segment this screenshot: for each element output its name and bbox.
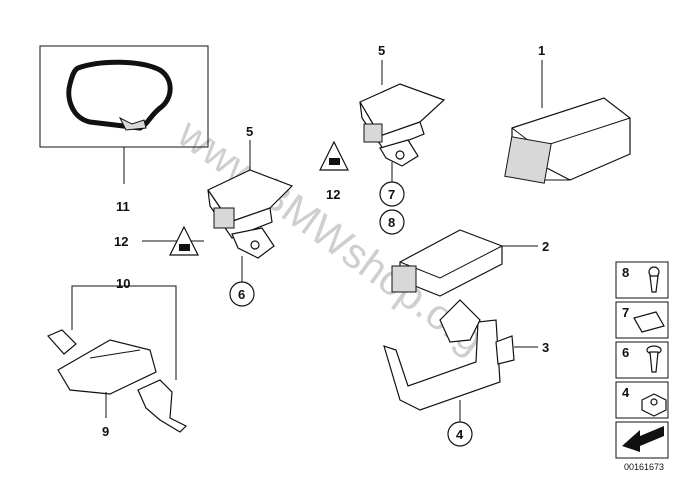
circle-4 [447, 421, 473, 447]
screw-icon [648, 266, 660, 293]
label-1: 1 [538, 43, 545, 58]
label-4: 4 [456, 427, 464, 442]
label-3: 3 [542, 340, 549, 355]
label-12-left: 12 [114, 234, 128, 249]
tpms-module-top [359, 83, 446, 167]
warning-triangle-icon [319, 140, 349, 171]
legend-6: 6 [622, 345, 629, 360]
circle-7 [379, 181, 405, 207]
label-12-top: 12 [326, 187, 340, 202]
warning-triangle-icon [169, 225, 199, 256]
legend-panel: 8 7 6 4 [615, 261, 669, 459]
legend-4: 4 [622, 385, 630, 400]
label-5-left: 5 [246, 124, 253, 139]
label-5-top: 5 [378, 43, 385, 58]
circle-8 [379, 209, 405, 235]
diagram-number: 00161673 [624, 462, 664, 472]
expanding-rivet-icon [646, 345, 662, 373]
clip-nut-icon [633, 311, 665, 333]
control-unit [504, 97, 631, 184]
arrow-icon [622, 426, 664, 452]
label-9: 9 [102, 424, 109, 439]
legend-8: 8 [622, 265, 629, 280]
legend-7: 7 [622, 305, 629, 320]
label-11: 11 [116, 199, 130, 214]
bracket [383, 299, 515, 411]
label-7: 7 [388, 187, 395, 202]
tpms-sensor-icon [46, 329, 188, 433]
tpms-module-left [207, 169, 294, 259]
label-8: 8 [388, 215, 395, 230]
label-2: 2 [542, 239, 549, 254]
circle-6 [229, 281, 255, 307]
label-6: 6 [238, 287, 245, 302]
hex-nut-icon [641, 393, 667, 417]
label-10: 10 [116, 276, 130, 291]
antenna [391, 229, 503, 297]
tire-outline-icon [66, 59, 173, 131]
